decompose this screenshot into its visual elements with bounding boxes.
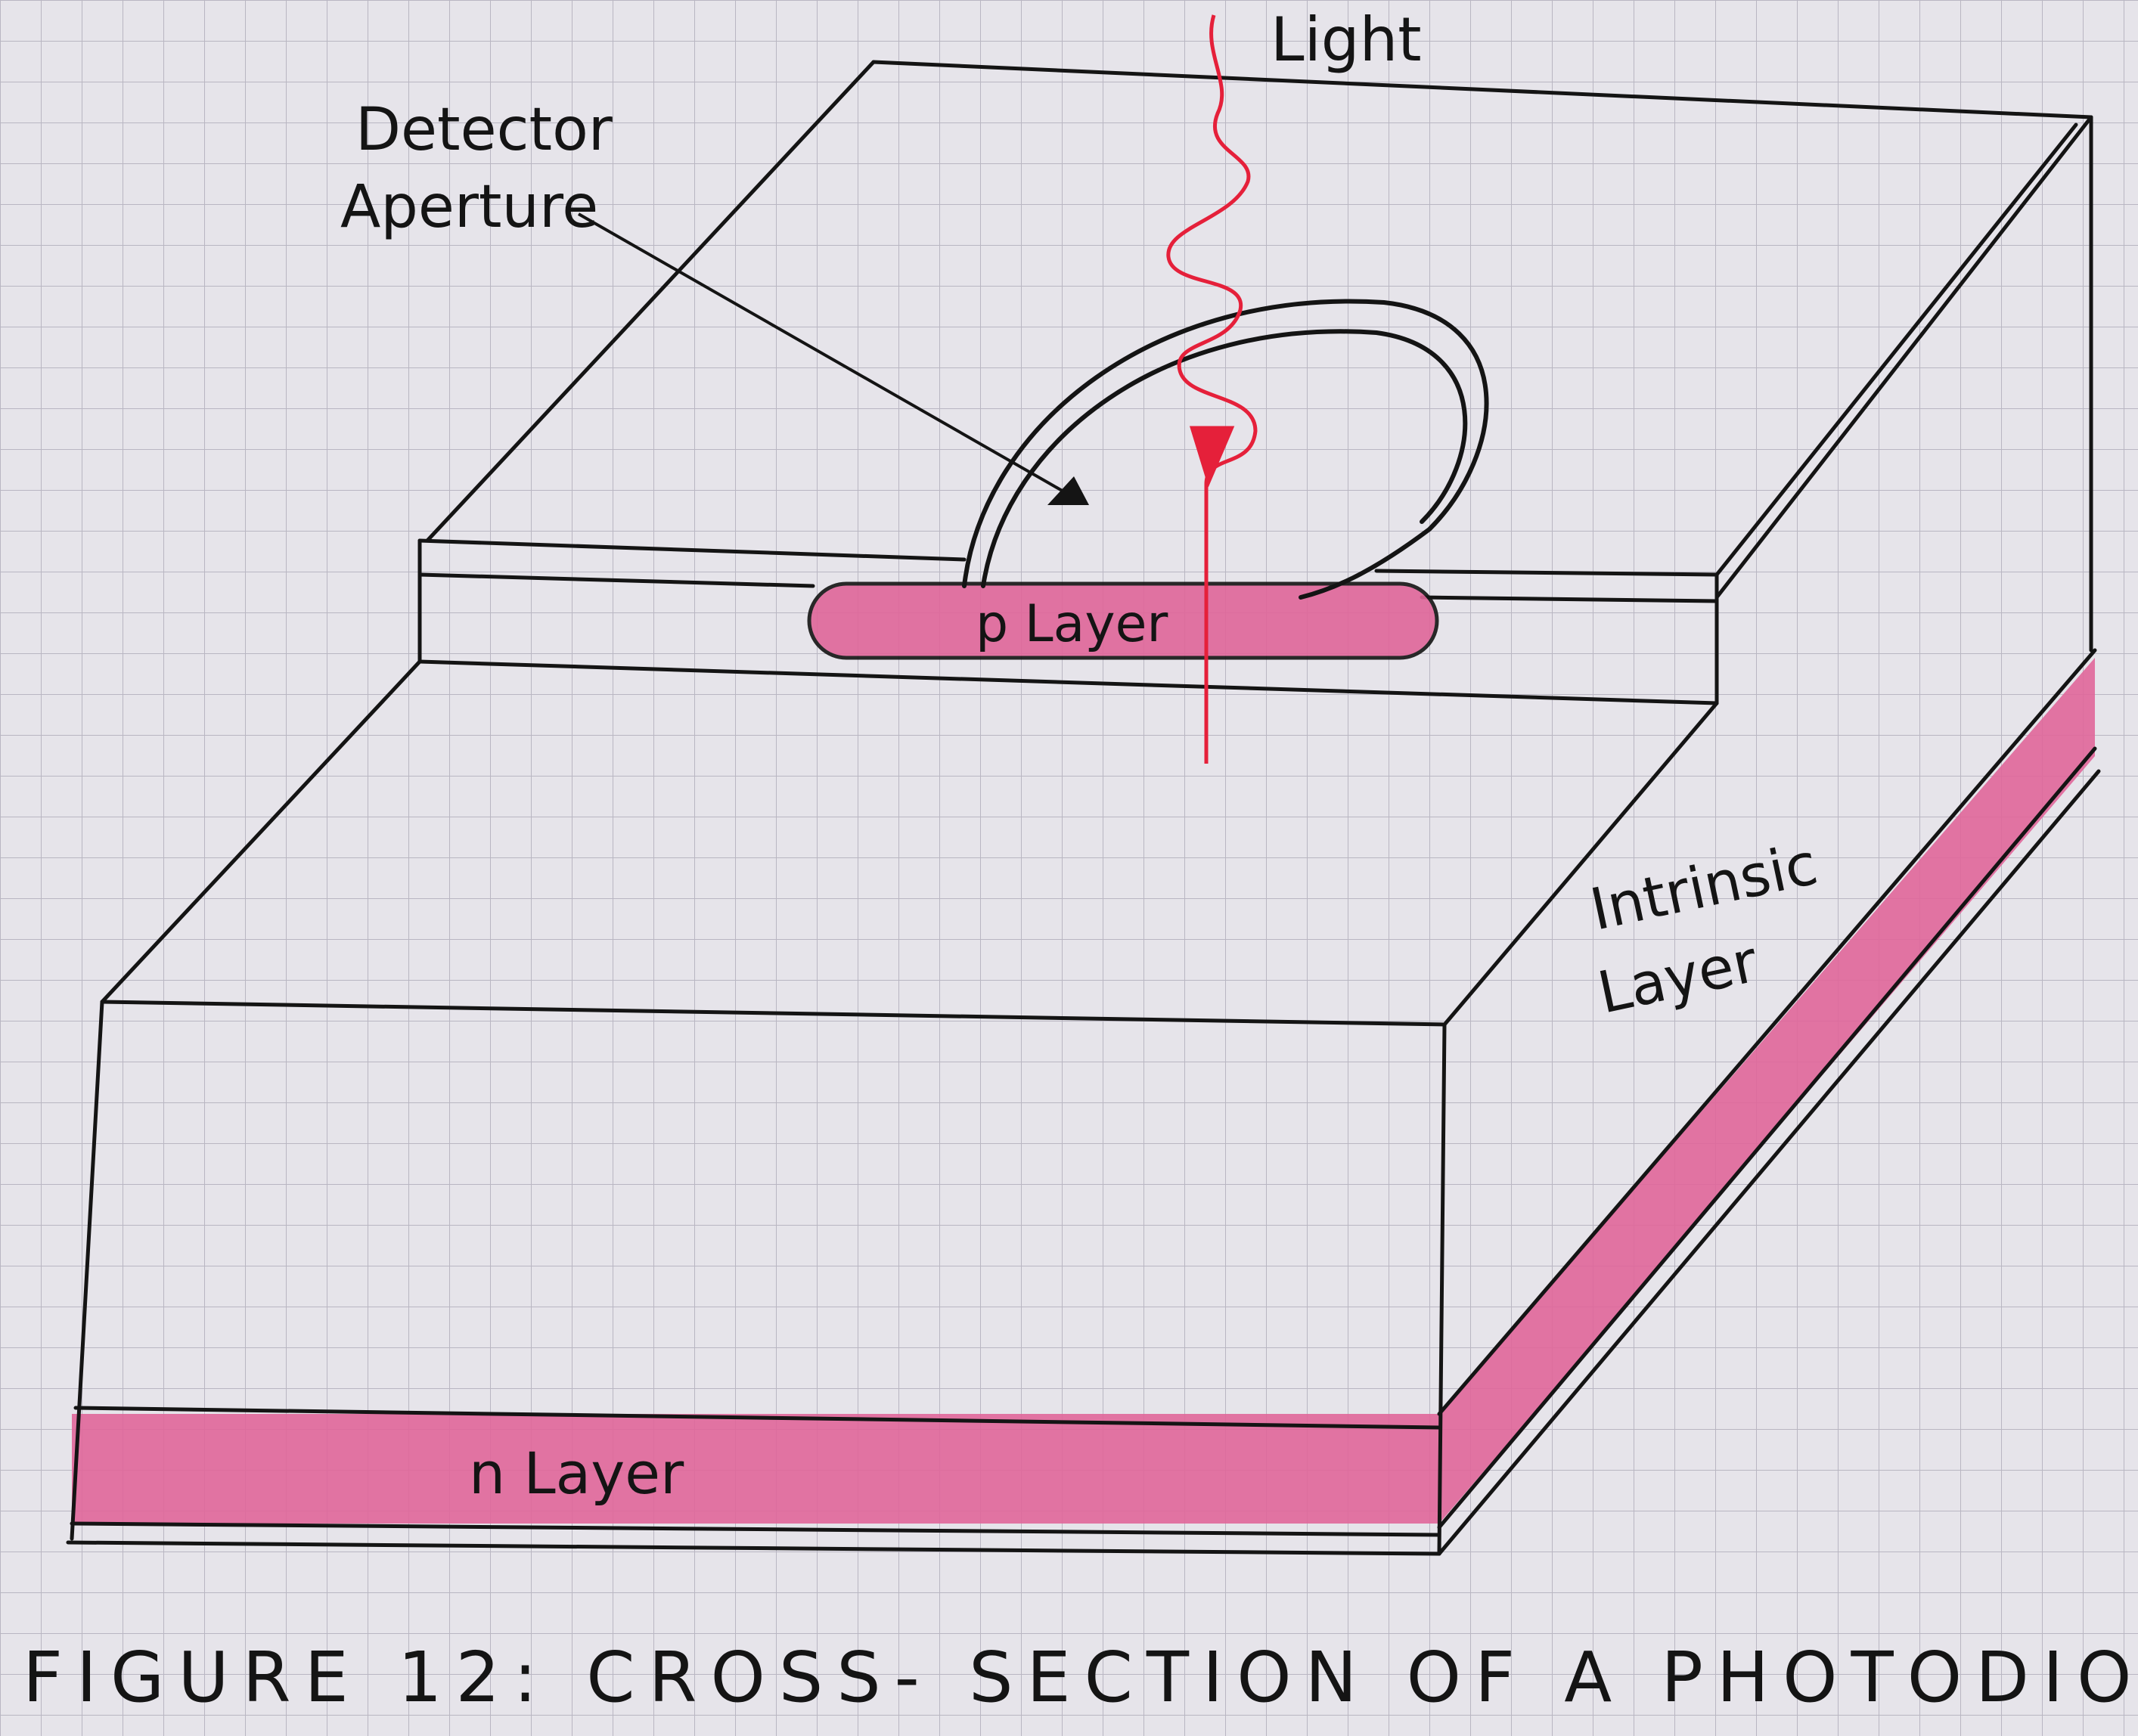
light-arrowhead — [1189, 426, 1235, 488]
lower-slab-right-diagonal — [1442, 701, 1719, 1027]
step-top-edge-right — [1374, 569, 1719, 577]
step-mid-edge — [417, 572, 815, 588]
lower-slab-right-edge — [1437, 1022, 1447, 1556]
n-layer-band — [72, 1414, 1439, 1524]
n-layer-side-band — [1439, 658, 2095, 1524]
n-layer-label: n Layer — [469, 1440, 684, 1507]
step-top-edge — [417, 538, 967, 562]
contact-arc-inner — [981, 329, 1468, 588]
contact-arc-outer — [962, 299, 1489, 600]
lower-slab-front-top-edge — [100, 1000, 1447, 1027]
step-bottom-edge — [417, 659, 1719, 705]
side-band-top-edge — [1437, 648, 2097, 1416]
p-layer-label: p Layer — [976, 594, 1168, 654]
side-bottom-edge — [1437, 769, 2101, 1556]
detector-aperture-label-line2: Aperture — [340, 173, 598, 241]
detector-aperture-pointer-line — [578, 212, 1071, 497]
side-band-bottom-edge — [1437, 746, 2097, 1530]
bottom-edge — [66, 1540, 1441, 1556]
light-ray — [1166, 14, 1258, 764]
figure-caption: FIGURE 12: CROSS- SECTION OF A PHOTODIOD… — [23, 1637, 2138, 1718]
photodiode-block — [66, 60, 2101, 1556]
top-slab-right-edge — [1714, 115, 2093, 600]
top-slab-left-edge — [425, 60, 876, 543]
light-label: Light — [1271, 5, 1422, 75]
step-mid-edge-right — [1420, 595, 1719, 603]
n-layer-top-edge — [73, 1406, 1441, 1430]
detector-aperture-label-line1: Detector — [355, 96, 613, 164]
detector-aperture-pointer-head — [1047, 476, 1089, 505]
n-layer-bottom-edge — [70, 1521, 1441, 1537]
top-slab-back-edge — [871, 60, 2093, 119]
lower-slab-left-diagonal — [100, 659, 422, 1004]
lower-slab-left-edge — [70, 1000, 104, 1541]
p-layer-capsule — [807, 581, 1439, 660]
contact-arc — [962, 299, 1489, 600]
top-slab-right-inner — [1714, 122, 2078, 577]
